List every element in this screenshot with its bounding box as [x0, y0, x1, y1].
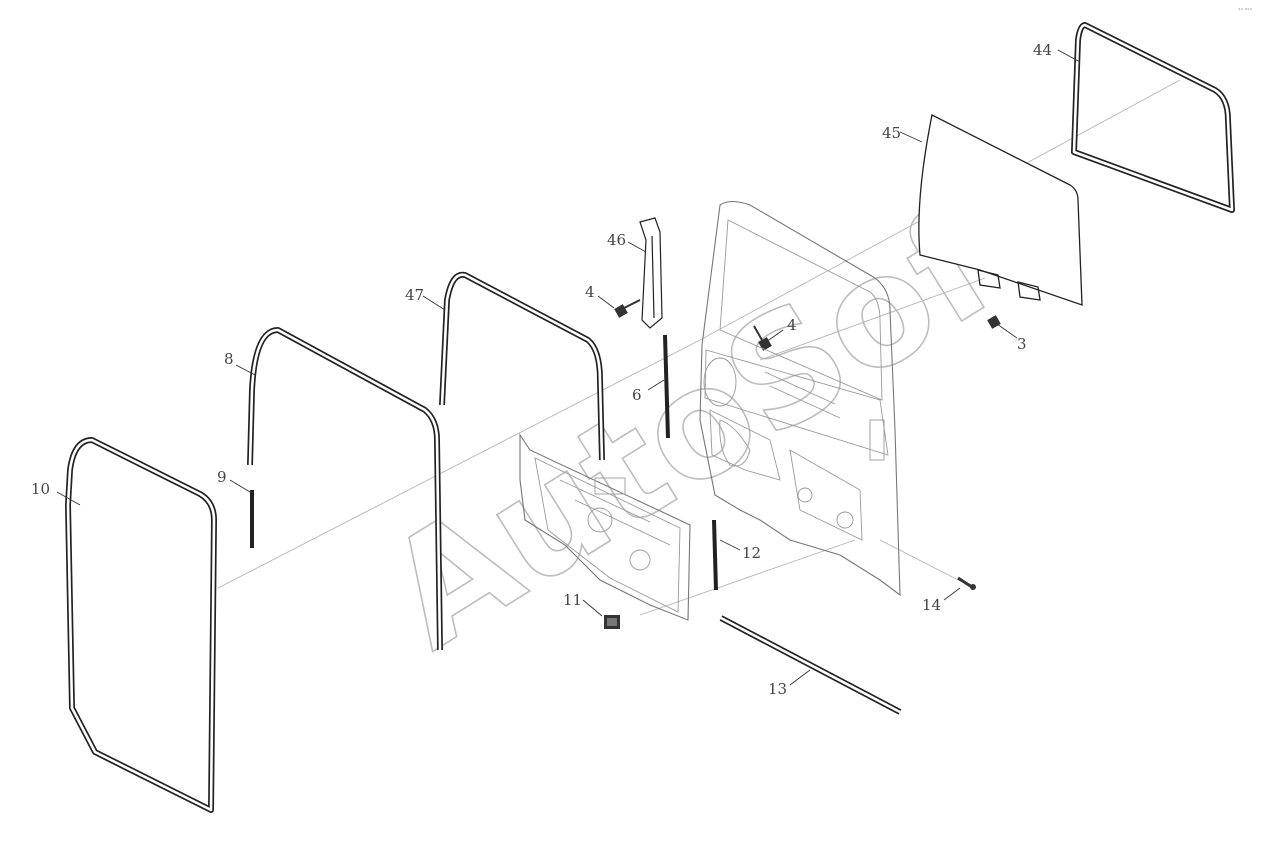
part-46-guide-rail: [639, 217, 663, 329]
callout-12: 12: [742, 544, 761, 562]
callout-6: 6: [632, 386, 642, 404]
part-6-strip: [663, 334, 670, 439]
callout-46: 46: [607, 231, 626, 249]
callout-4-left: 4: [585, 283, 595, 301]
part-47-inner-channel: [439, 271, 605, 461]
part-44-upper-seal: [1071, 22, 1235, 213]
part-3-bolt: [987, 315, 1001, 329]
callout-44: 44: [1033, 41, 1052, 59]
inner-trim-panel: [519, 433, 691, 621]
corner-mark: °° °°°: [1238, 8, 1253, 14]
callout-leaders: [56, 49, 1081, 686]
callout-4-right: 4: [787, 316, 797, 334]
callout-14: 14: [922, 596, 941, 614]
part-45-door-glass: [918, 114, 1083, 306]
part-8-run-channel: [247, 327, 443, 651]
callout-45: 45: [882, 124, 901, 142]
part-11-clip: [604, 615, 620, 629]
callout-47: 47: [405, 286, 424, 304]
part-13-belt-molding: [719, 615, 902, 715]
callout-9: 9: [217, 468, 227, 486]
door-shell: [699, 200, 901, 597]
part-10-outer-seal: [65, 437, 217, 813]
callout-13: 13: [768, 680, 787, 698]
callout-11: 11: [563, 591, 582, 609]
callout-8: 8: [224, 350, 234, 368]
part-12-strip: [712, 519, 718, 591]
part-14-pin: [957, 576, 976, 590]
callout-3: 3: [1017, 335, 1027, 353]
callout-10: 10: [31, 480, 50, 498]
callout-labels: 10 9 8 47 46 4 4 6 11 12 13 14 45 44 3: [31, 41, 1052, 698]
